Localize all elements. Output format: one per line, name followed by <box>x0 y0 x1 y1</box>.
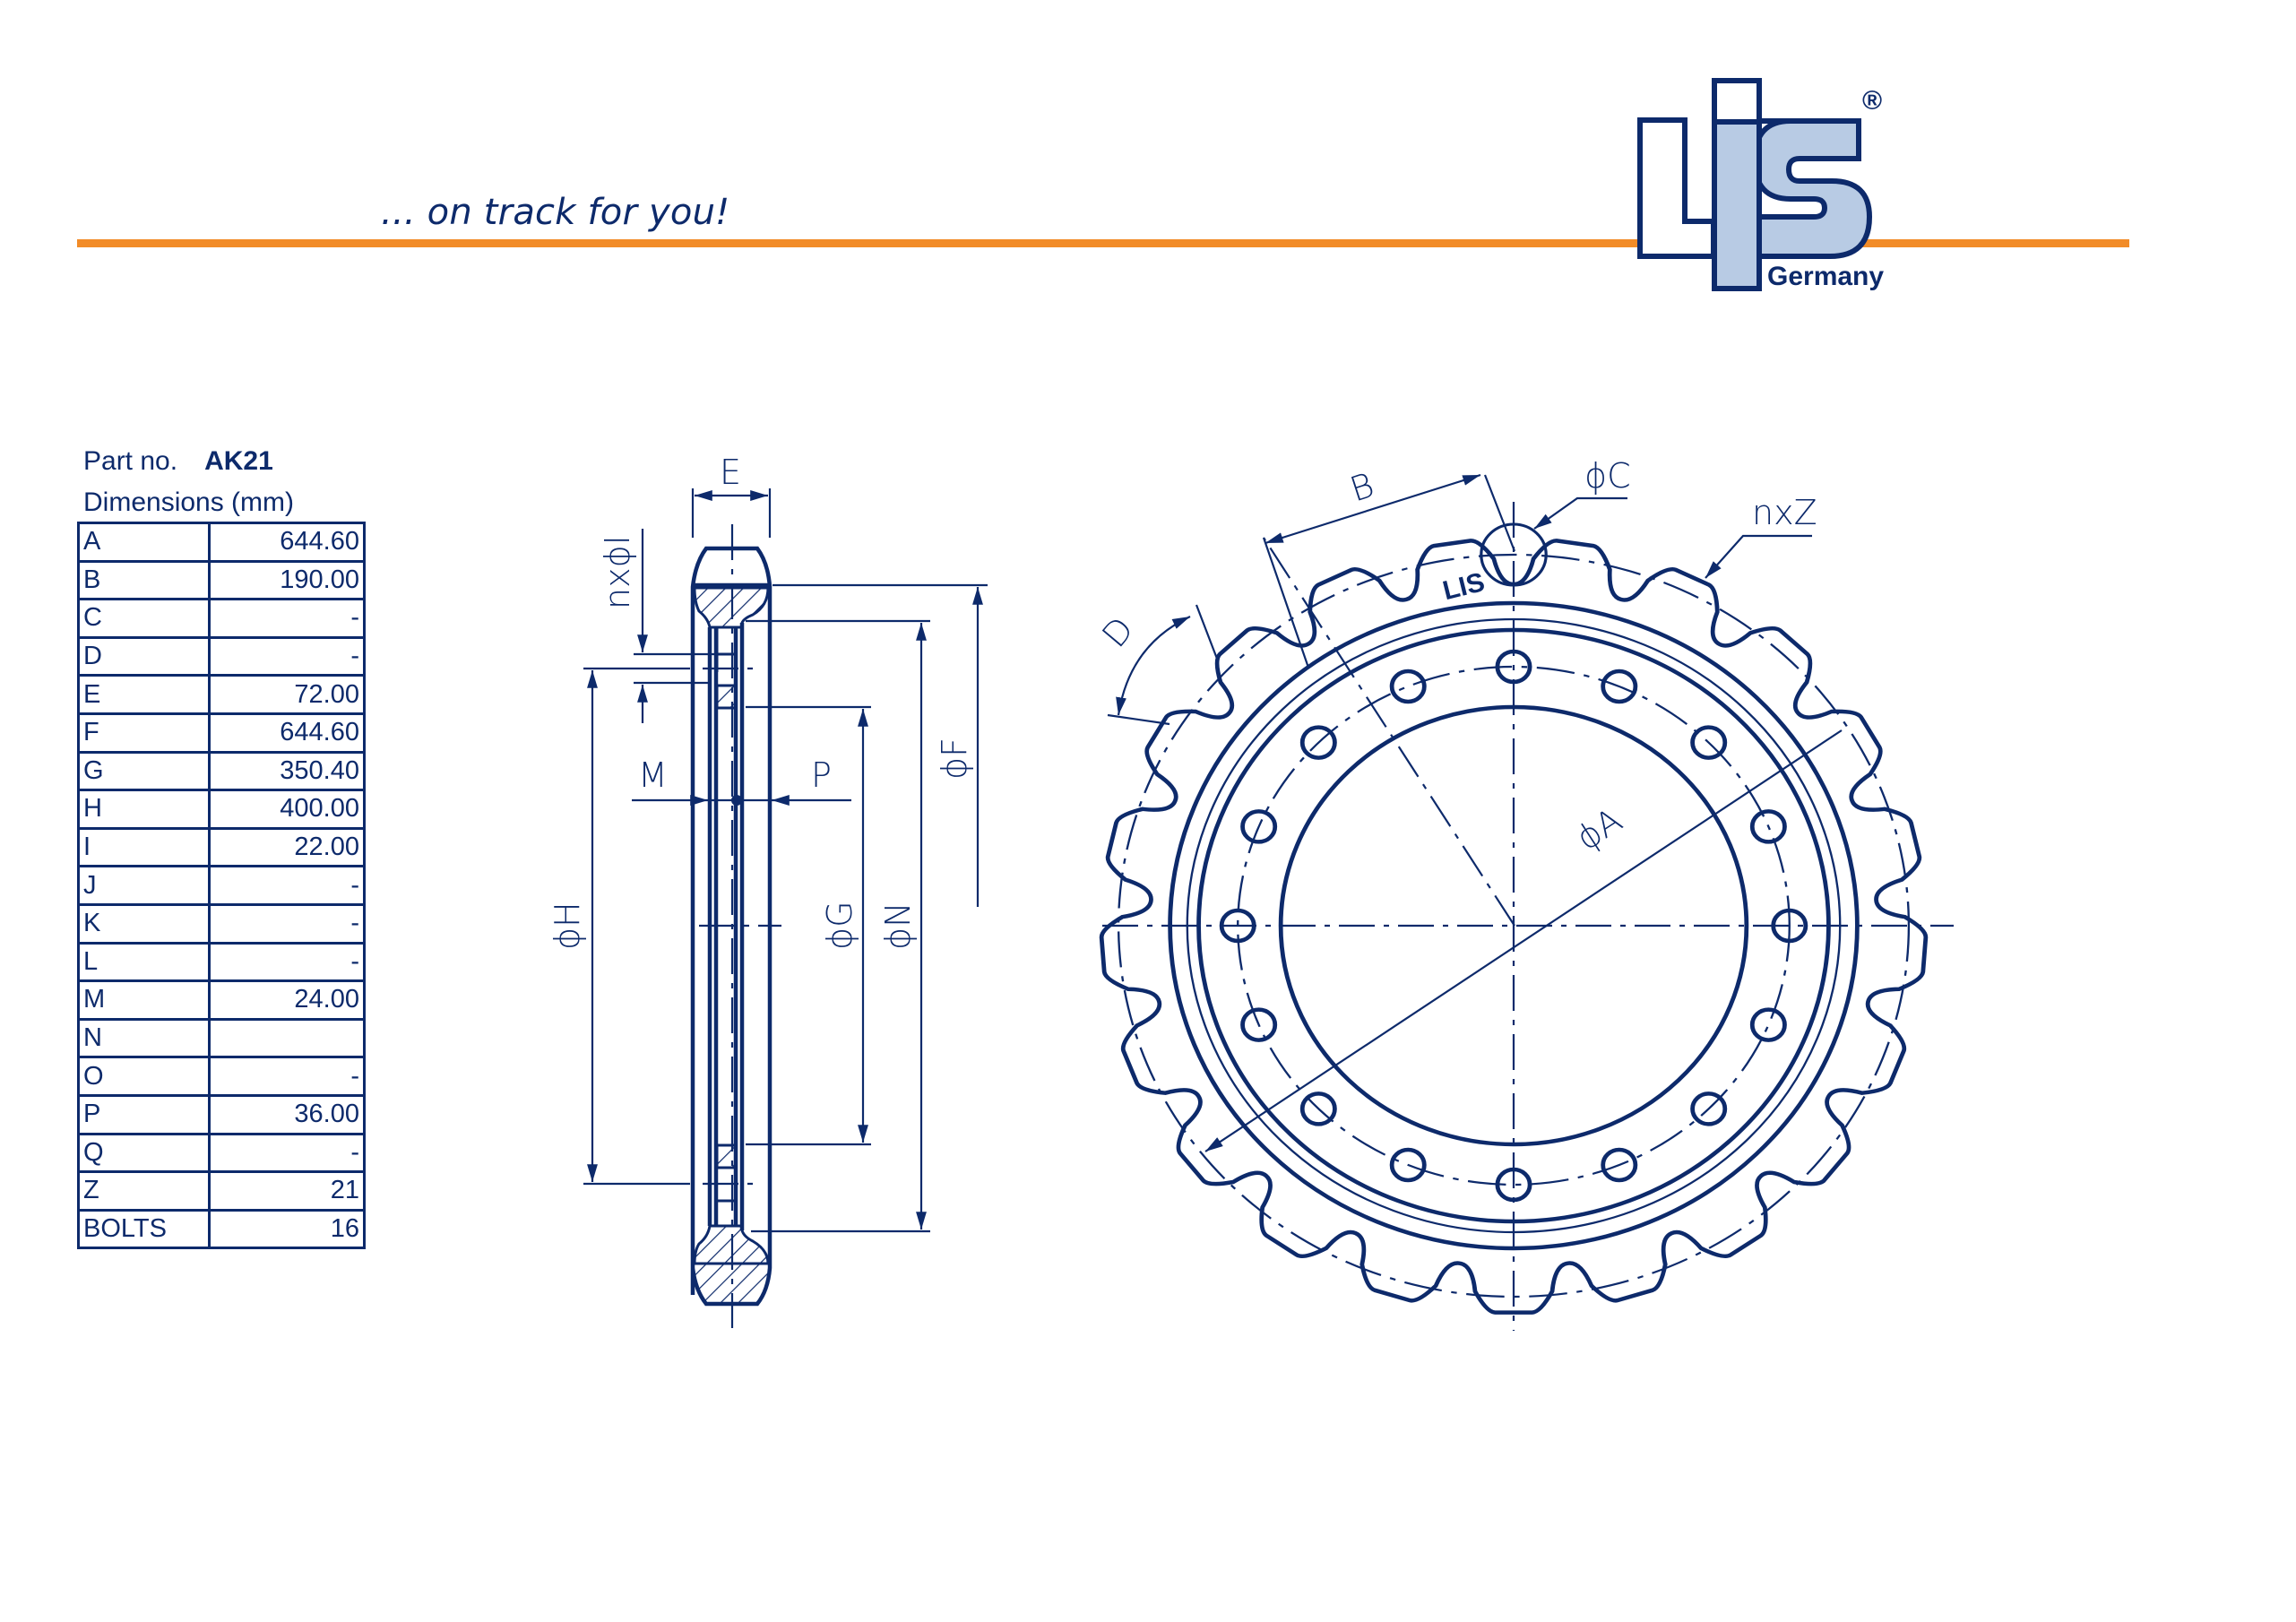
label-P: P <box>811 755 832 795</box>
dimension-value: - <box>208 865 366 906</box>
sprocket-front-view: ϕA B ϕC nxZ D LIS <box>1094 456 1954 1331</box>
label-nxZ: nxZ <box>1752 493 1817 532</box>
dimension-value: 400.00 <box>208 789 366 830</box>
dimension-key: J <box>77 865 211 906</box>
label-D: D <box>1094 609 1142 655</box>
bolt-hole <box>1601 1147 1638 1183</box>
dimension-key: F <box>77 712 211 754</box>
dimension-row: Q- <box>77 1132 366 1174</box>
part-number-line: Part no. AK21 <box>83 446 273 477</box>
dimension-key: C <box>77 598 211 639</box>
bolt-hole <box>1749 809 1787 844</box>
label-B: B <box>1345 465 1378 510</box>
dimension-key: B <box>77 559 211 601</box>
label-H: ϕH <box>548 902 587 950</box>
dimension-value: - <box>208 1132 366 1174</box>
bolt-hole <box>1690 1091 1728 1126</box>
dimension-value: 72.00 <box>208 674 366 715</box>
dimension-row: C- <box>77 598 366 639</box>
dimension-key: N <box>77 1017 211 1059</box>
label-E: E <box>720 453 741 492</box>
label-F: ϕF <box>935 738 974 780</box>
label-C: ϕC <box>1584 456 1631 496</box>
dimension-key: D <box>77 635 211 677</box>
label-G: ϕG <box>820 901 859 950</box>
dimension-row: O- <box>77 1056 366 1097</box>
dimension-key: M <box>77 979 211 1021</box>
slogan: ... on track for you! <box>381 192 730 233</box>
dimension-value: 190.00 <box>208 559 366 601</box>
dimension-value: 24.00 <box>208 979 366 1021</box>
dimension-value: - <box>208 598 366 639</box>
dimension-key: E <box>77 674 211 715</box>
dimension-key: Z <box>77 1170 211 1212</box>
part-number-label: Part no. <box>83 446 178 476</box>
dimension-row: J- <box>77 865 366 906</box>
label-M: M <box>638 755 668 795</box>
bolt-hole <box>1389 1147 1427 1183</box>
bolt-hole <box>1240 1007 1278 1042</box>
dimension-value: 16 <box>208 1208 366 1250</box>
dimension-row: D- <box>77 635 366 677</box>
label-N: ϕN <box>878 902 918 951</box>
dimension-value: 644.60 <box>208 522 366 563</box>
side-section-view: E nxϕI ϕH M P ϕG ϕN ϕF <box>548 453 988 1328</box>
dimension-value: 36.00 <box>208 1093 366 1135</box>
dimension-key: O <box>77 1056 211 1097</box>
dimension-key: G <box>77 750 211 792</box>
dimension-row: K- <box>77 902 366 945</box>
dimension-value: - <box>208 1056 366 1097</box>
dimension-row: N <box>77 1017 366 1059</box>
dimension-value: - <box>208 902 366 945</box>
orange-divider <box>77 239 2129 247</box>
lis-logo: ® Germany <box>1637 78 1884 291</box>
dimension-row: L- <box>77 941 366 983</box>
bolt-hole <box>1299 1091 1337 1126</box>
bolt-hole <box>1240 809 1278 844</box>
dimension-key: I <box>77 826 211 868</box>
dimension-value: - <box>208 635 366 677</box>
dimension-value: 21 <box>208 1170 366 1212</box>
dimension-value: 350.40 <box>208 750 366 792</box>
registered-mark: ® <box>1862 86 1882 116</box>
dimension-key: A <box>77 522 211 563</box>
bolt-hole <box>1690 725 1728 760</box>
dimension-key: P <box>77 1093 211 1135</box>
part-number-value: AK21 <box>204 446 273 476</box>
label-A: ϕA <box>1569 800 1629 858</box>
dimension-value: 22.00 <box>208 826 366 868</box>
logo-subtitle: Germany <box>1767 262 1884 291</box>
dimension-key: L <box>77 941 211 983</box>
dimension-key: K <box>77 902 211 945</box>
label-nxI: nxϕI <box>598 535 637 609</box>
dimension-key: H <box>77 789 211 830</box>
dimension-value <box>208 1017 366 1059</box>
emblem: LIS <box>1440 567 1488 606</box>
bolt-hole <box>1389 669 1427 704</box>
dimension-key: BOLTS <box>77 1208 211 1250</box>
dimension-key: Q <box>77 1132 211 1174</box>
bolt-hole <box>1299 725 1337 760</box>
dimension-value: 644.60 <box>208 712 366 754</box>
dimensions-title: Dimensions (mm) <box>83 487 295 517</box>
bolt-hole <box>1749 1007 1787 1042</box>
bolt-hole <box>1601 669 1638 704</box>
dimension-value: - <box>208 941 366 983</box>
